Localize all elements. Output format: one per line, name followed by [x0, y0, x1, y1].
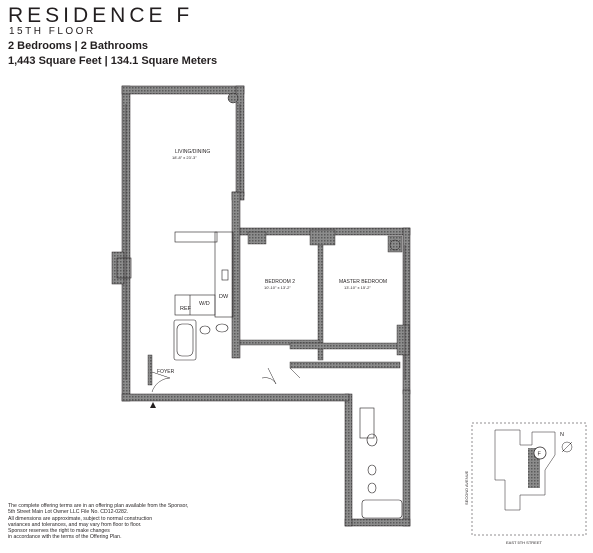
east-5th-street-label: EAST 5TH STREET: [506, 540, 542, 545]
columns: [227, 92, 401, 251]
master-bedroom-dims: 13'-10" x 15'-2": [344, 285, 371, 290]
living-dining-dims: 18'-8" x 23'-3": [172, 155, 197, 160]
entry-arrow-icon: [150, 402, 156, 408]
bed-bath-count: 2 Bedrooms | 2 Bathrooms: [8, 40, 148, 52]
disclaimer-line: 5th Street Main Lot Owner LLC File No. C…: [8, 509, 129, 516]
square-footage: 1,443 Square Feet | 134.1 Square Meters: [8, 55, 218, 67]
dishwasher-label: DW: [219, 294, 229, 300]
master-bedroom-label: MASTER BEDROOM: [339, 279, 387, 285]
north-compass-icon: [561, 441, 573, 453]
living-dining-label: LIVING/DINING: [175, 149, 210, 155]
key-plan: F N SECOND AVENUE EAST 5TH STREET: [464, 422, 587, 545]
disclaimer-line: All dimensions are approximate, subject …: [8, 515, 153, 522]
bedroom2-dims: 10'-10" x 13'-2": [264, 285, 291, 290]
kitchen: [174, 231, 234, 318]
fridge-label: REF: [180, 306, 192, 312]
second-avenue-label: SECOND AVENUE: [464, 471, 469, 505]
bedroom2-label: BEDROOM 2: [265, 279, 295, 285]
floor-label: 15TH FLOOR: [9, 26, 96, 37]
disclaimer-line: in accordance with the terms of the Offe…: [8, 534, 122, 541]
disclaimer-line: Sponsor reserves the right to make chang…: [8, 528, 110, 535]
interior-walls: [147, 229, 410, 386]
washer-dryer-label: W/D: [199, 301, 210, 307]
north-label: N: [560, 432, 564, 438]
residence-title: RESIDENCE F: [8, 4, 194, 27]
windows: [125, 104, 406, 380]
exterior-walls: [111, 85, 411, 527]
disclaimer-line: The complete offering terms are in an of…: [8, 503, 189, 509]
doors: [151, 367, 301, 393]
foyer-label: FOYER: [157, 369, 175, 375]
key-plan-marker: F: [538, 452, 542, 458]
bathroom-fixtures: [116, 257, 403, 519]
offering-disclaimer: The complete offering terms are in an of…: [8, 503, 248, 541]
disclaimer-line: variances and tolerances, and may vary f…: [8, 521, 142, 528]
